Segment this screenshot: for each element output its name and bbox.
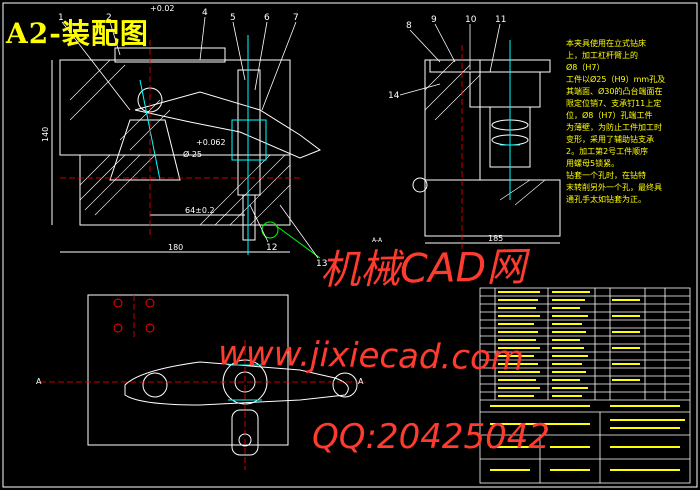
note-line: 其端面、Ø30的凸台端面在 (566, 87, 663, 96)
side-reference-circle (412, 177, 428, 193)
dowel-pin-mark (261, 221, 279, 239)
top-cyan-lines (228, 364, 262, 401)
front-body (59, 59, 291, 156)
side-view (424, 59, 561, 244)
note-line: 变形，采用了辅助钻支承 (566, 135, 654, 144)
note-line: 2。加工第2号工件顺序 (566, 147, 649, 156)
callout-2: 2 (106, 13, 112, 23)
side-base (424, 179, 561, 237)
note-line: 上，加工杠杆臂上的 (566, 51, 638, 60)
callout-12: 12 (266, 243, 277, 253)
side-hatch (424, 59, 546, 206)
note-line: 本夹具使用在立式钻床 (566, 39, 646, 48)
drawing-title: A2-装配图 (6, 17, 149, 50)
lever-far-circle (332, 372, 358, 398)
tol-top: +0.02 (150, 4, 175, 13)
side-column (424, 59, 481, 181)
callout-13: 13 (316, 259, 327, 269)
height-left-dim: 140 (41, 127, 50, 142)
leader-lines (61, 16, 501, 259)
front-hatch (69, 59, 291, 226)
note-line: 限定位销7、支承钉11上定 (566, 99, 662, 108)
lower-lug (231, 409, 259, 456)
section-label: A-A (372, 237, 383, 244)
note-line: 为薄壁，为防止工件加工时 (566, 123, 662, 132)
width-side: 185 (488, 234, 503, 243)
top-centerlines (40, 295, 365, 470)
callout-6: 6 (264, 13, 270, 23)
a-label-right: A (358, 377, 364, 386)
callout-numbers: 1 2 4 5 6 7 8 9 10 11 14 12 13 (58, 8, 506, 269)
tol-mid: +0.062 (196, 138, 226, 147)
callout-14: 14 (388, 91, 400, 101)
note-line: 位，Ø8（H7）孔端工件 (566, 111, 653, 120)
bushing-cone (109, 119, 181, 181)
note-line: 钻套一个孔时，在钻特 (566, 171, 646, 180)
front-top-plate (114, 47, 226, 63)
top-view-holes (113, 298, 155, 333)
front-view (51, 47, 322, 253)
technical-notes: 本夹具使用在立式钻床 上，加工杠杆臂上的 Ø8（H7） 工件以Ø25（H9）mm… (566, 38, 690, 206)
callout-8: 8 (406, 21, 412, 31)
clamp-arm (134, 91, 322, 159)
watermark-url: www.jixiecad.com (217, 333, 525, 379)
top-view (87, 294, 358, 456)
callout-7: 7 (293, 13, 299, 23)
top-slant-edge (87, 360, 288, 446)
side-cyan-lines (500, 40, 520, 200)
note-line: Ø8（H7） (566, 63, 605, 72)
callout-11: 11 (495, 15, 506, 25)
dia-25: Ø 25 (183, 149, 202, 159)
callout-1: 1 (58, 13, 64, 23)
note-line: 用螺母5锁紧。 (566, 159, 620, 168)
parts-list-table (479, 287, 691, 484)
note-line: 末转削另外一个孔，最终具 (566, 183, 662, 192)
lever-outline (124, 361, 349, 406)
note-line: 通孔手太如钻套为正。 (566, 195, 646, 204)
base-length: 64±0.2 (185, 206, 215, 215)
front-red-centerlines (60, 40, 300, 235)
pin-shaft (242, 194, 256, 241)
callout-5: 5 (230, 13, 236, 23)
a-label-top: A (36, 377, 42, 386)
watermark-qq: QQ:20425042 (312, 417, 551, 457)
dimension-texts: +0.02 +0.062 Ø 25 64±0.2 180 185 A A A-A (36, 4, 503, 386)
lever-end-circle (142, 372, 168, 398)
note-line: 工件以Ø25（H9）mm孔及 (566, 75, 666, 84)
callout-4: 4 (202, 8, 208, 18)
callout-10: 10 (465, 15, 477, 25)
width-main: 180 (168, 243, 183, 252)
watermark-site-name: 机械CAD网 (319, 244, 527, 294)
parts-list-yellow-marks (490, 291, 685, 471)
callout-9: 9 (431, 15, 437, 25)
